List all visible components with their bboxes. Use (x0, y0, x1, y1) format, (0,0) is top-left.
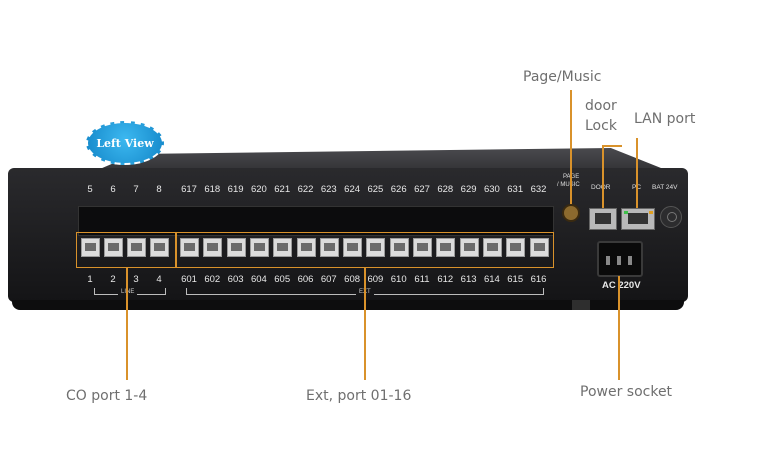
rj11-jack (413, 238, 432, 257)
rj11-jack (203, 238, 223, 257)
top-port-number: 620 (250, 184, 267, 195)
bottom-port-number: 611 (414, 274, 430, 285)
top-port-number: 618 (204, 184, 221, 195)
top-port-number: 623 (320, 184, 337, 195)
bottom-port-number: 603 (227, 274, 244, 285)
rj11-jack (389, 238, 409, 257)
line-group-label: LINE (118, 289, 138, 295)
top-port-number: 626 (390, 184, 407, 195)
bottom-port-number: 612 (437, 274, 454, 285)
top-port-number: 624 (344, 184, 361, 195)
battery-connector (660, 206, 682, 228)
rj11-jack (226, 238, 246, 257)
left-view-badge: Left View (86, 121, 164, 165)
bottom-port-number: 605 (274, 274, 291, 285)
leader-door-h (602, 145, 622, 147)
rj11-jack (150, 238, 169, 257)
top-port-number: 631 (507, 184, 524, 195)
bottom-port-number: 601 (181, 274, 197, 285)
top-port-number: 625 (367, 184, 384, 195)
top-port-number: 621 (274, 184, 291, 195)
callout-co-port: CO port 1-4 (66, 388, 148, 404)
leader-page-music (570, 90, 572, 204)
top-port-number: 8 (156, 184, 162, 195)
bottom-port-number: 1 (87, 274, 93, 285)
leader-co (126, 268, 128, 380)
leader-door-v (602, 145, 604, 208)
top-port-number: 6 (110, 184, 116, 195)
rj11-jack (459, 238, 479, 257)
callout-page-music: Page/Music (523, 69, 602, 85)
rj11-jack (127, 238, 146, 257)
bottom-port-number: 602 (204, 274, 221, 285)
rj11-jack (343, 238, 363, 257)
top-port-number: 617 (181, 184, 197, 195)
callout-lan-port: LAN port (634, 111, 696, 127)
rj11-jack (319, 238, 339, 257)
bottom-port-number: 606 (297, 274, 314, 285)
ac-label: AC 220V (602, 280, 641, 291)
rj11-jack (366, 238, 386, 257)
rj11-jack (482, 238, 502, 257)
rj11-jack (180, 238, 199, 257)
bottom-port-number: 614 (483, 274, 500, 285)
bottom-port-number: 4 (156, 274, 162, 285)
device-base (12, 300, 684, 310)
leader-lan-v (636, 138, 638, 208)
top-port-number: 7 (133, 184, 139, 195)
callout-door-lock-2: Lock (585, 118, 617, 134)
bottom-port-number: 610 (390, 274, 407, 285)
bottom-port-number: 613 (460, 274, 477, 285)
bottom-port-number: 608 (344, 274, 361, 285)
page-music-label-2: / MUSIC (557, 182, 580, 188)
top-port-number: 5 (87, 184, 93, 195)
leader-ext (364, 268, 366, 380)
rj11-jack (273, 238, 293, 257)
top-port-number: 619 (227, 184, 244, 195)
bottom-port-number: 609 (367, 274, 384, 285)
leader-power (618, 276, 620, 380)
rj11-jack (436, 238, 456, 257)
ext-jacks-frame (176, 232, 554, 268)
bottom-port-number: 3 (133, 274, 139, 285)
bottom-port-number: 604 (250, 274, 267, 285)
rj11-jack (81, 238, 100, 257)
door-lock-port (589, 208, 617, 230)
page-music-jack (562, 204, 580, 222)
bottom-port-number: 615 (507, 274, 524, 285)
bottom-port-number: 607 (320, 274, 337, 285)
top-port-number: 630 (483, 184, 500, 195)
rj11-jack (296, 238, 316, 257)
top-port-number: 632 (530, 184, 547, 195)
line-jacks-frame (76, 232, 176, 268)
top-port-number: 627 (414, 184, 430, 195)
callout-ext-port: Ext, port 01-16 (306, 388, 412, 404)
callout-power-socket: Power socket (580, 384, 673, 400)
rj11-jack (529, 238, 549, 257)
port-recess (78, 206, 554, 236)
lan-port (621, 208, 655, 230)
device-foot (572, 300, 590, 310)
bottom-port-number: 616 (530, 274, 547, 285)
rj11-jack (104, 238, 123, 257)
callout-door-lock-1: door (585, 98, 617, 114)
top-port-number: 629 (460, 184, 477, 195)
bat-label: BAT 24V (652, 184, 678, 191)
ac-power-socket (597, 241, 643, 277)
top-port-number: 622 (297, 184, 314, 195)
left-view-badge-text: Left View (96, 136, 154, 150)
bottom-port-number: 2 (110, 274, 116, 285)
rj11-jack (249, 238, 269, 257)
top-port-number: 628 (437, 184, 454, 195)
door-label: DOOR (591, 184, 611, 191)
rj11-jack (506, 238, 526, 257)
